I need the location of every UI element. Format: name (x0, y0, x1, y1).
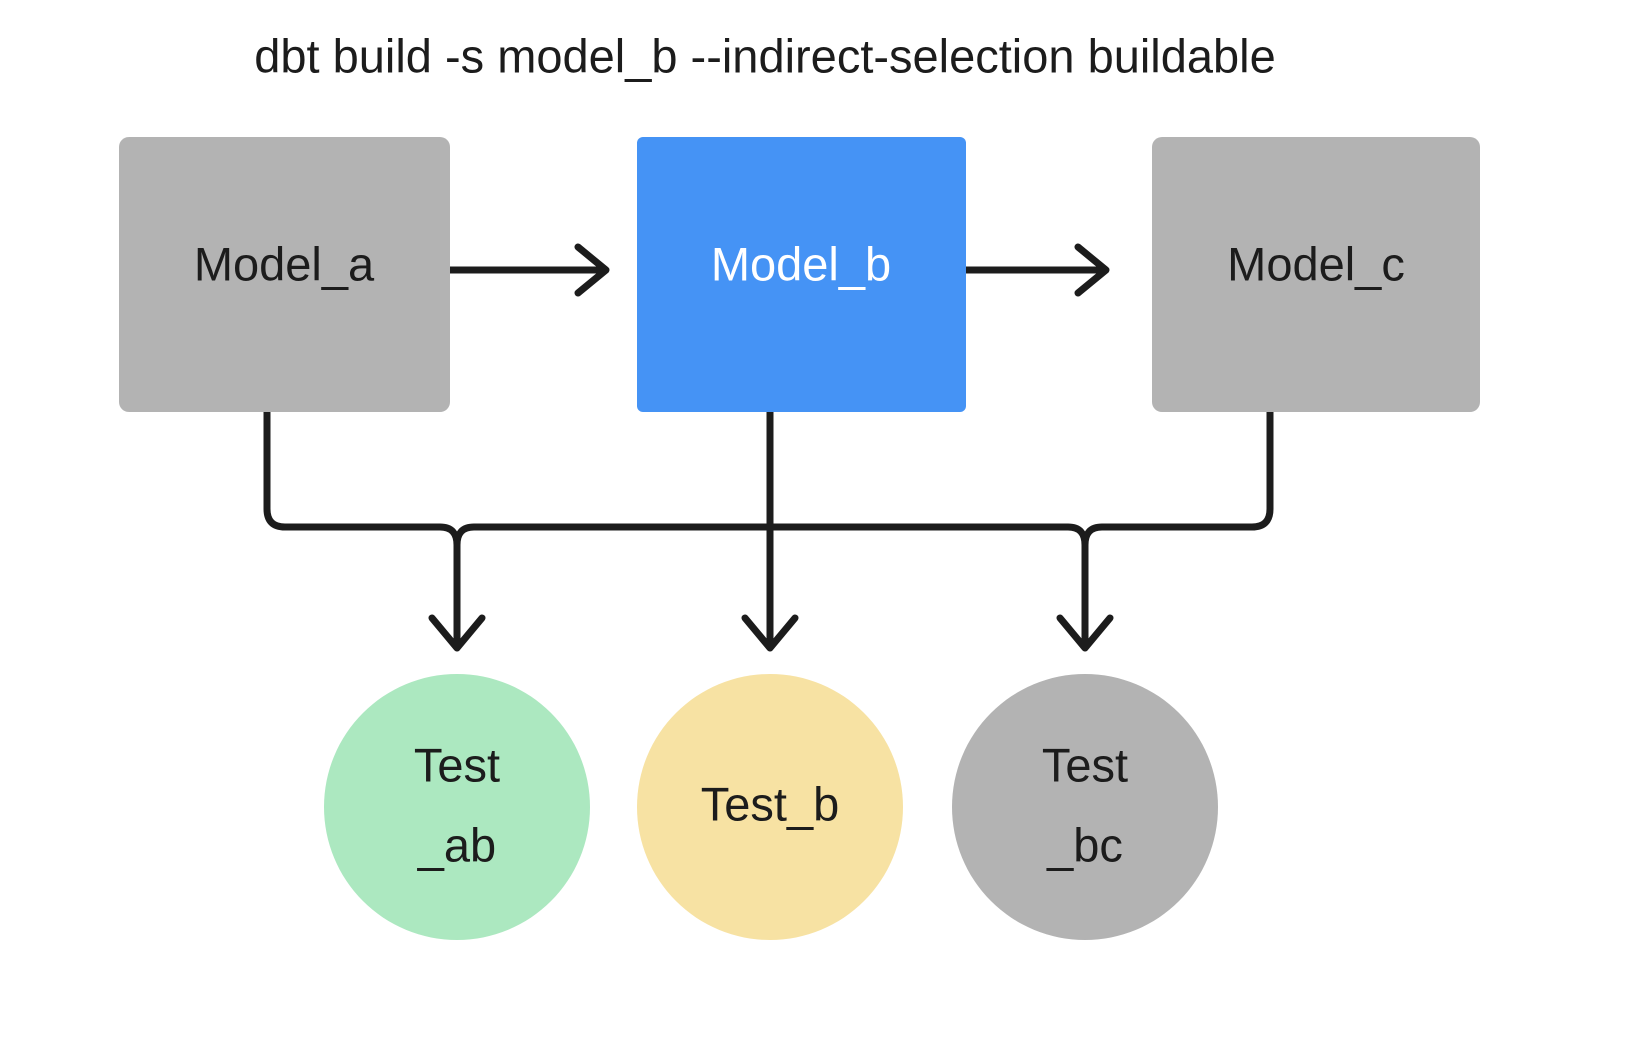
edge-model-b-to-model-c (962, 243, 1110, 297)
node-model-b-shape[interactable] (637, 137, 966, 412)
node-test-bc-label-line2: _bc (1046, 818, 1123, 871)
node-model-c-label: Model_c (1227, 237, 1405, 290)
node-test-bc[interactable]: Test _bc (952, 674, 1218, 940)
edge-model-a-to-model-b (446, 243, 610, 297)
node-model-c-shape[interactable] (1152, 137, 1480, 412)
node-test-ab-shape[interactable] (324, 674, 590, 940)
node-test-b-shape[interactable] (637, 674, 903, 940)
node-test-b[interactable]: Test_b (637, 674, 903, 940)
node-test-ab-label-line1: Test (414, 738, 500, 791)
test-node-layer: Test _ab Test_b Test _bc (324, 674, 1218, 940)
node-model-b-label: Model_b (711, 237, 891, 290)
edge-model-a-to-test-ab (263, 408, 486, 652)
edge-model-b-to-test-ab (453, 523, 774, 549)
edge-model-b-to-test-bc (766, 523, 1114, 652)
edge-model-c-to-test-bc (1081, 408, 1274, 549)
node-test-ab[interactable]: Test _ab (324, 674, 590, 940)
node-model-b[interactable]: Model_b (637, 137, 966, 412)
node-test-bc-shape[interactable] (952, 674, 1218, 940)
edge-layer (263, 243, 1274, 652)
model-node-layer: Model_a Model_b Model_c (119, 137, 1480, 412)
node-test-ab-label-line2: _ab (417, 818, 496, 871)
node-model-c[interactable]: Model_c (1152, 137, 1480, 412)
page-title: dbt build -s model_b --indirect-selectio… (254, 29, 1276, 82)
node-model-a[interactable]: Model_a (119, 137, 450, 412)
node-model-a-shape[interactable] (119, 137, 450, 412)
node-model-a-label: Model_a (194, 237, 375, 290)
node-test-bc-label-line1: Test (1042, 738, 1128, 791)
node-test-b-label-line1: Test_b (701, 777, 839, 830)
